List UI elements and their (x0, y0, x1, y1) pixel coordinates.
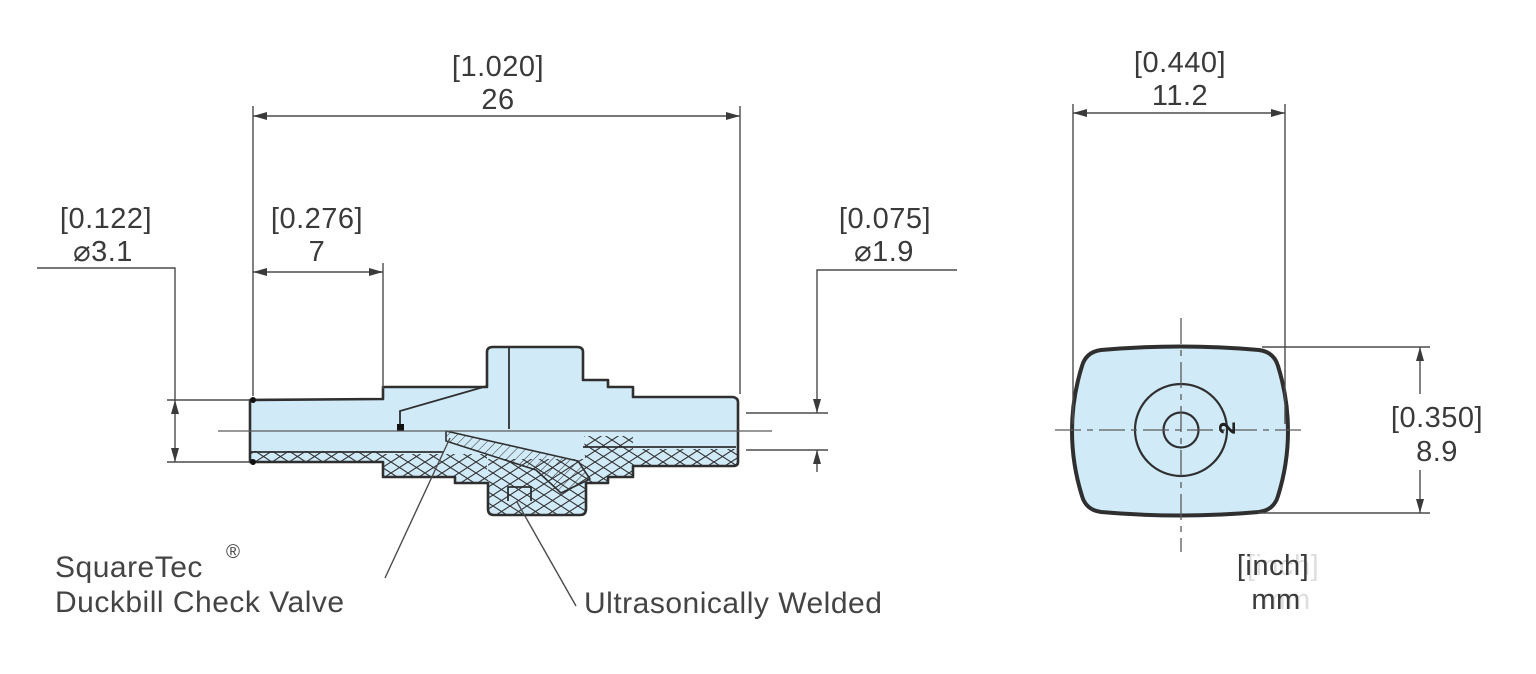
dim-overall-inch: [1.020] (452, 51, 544, 83)
dim-height-mm: 8.9 (1416, 436, 1458, 468)
arrowhead-up (171, 400, 179, 414)
hatch-left-barb (251, 451, 383, 461)
units-secondary-ghost: mm (1261, 584, 1310, 616)
dim-outlet-bore-inch: [0.075] (839, 203, 931, 235)
hatch-left-wall (383, 454, 487, 476)
brand-label: SquareTec (55, 551, 203, 584)
end-view-body (1070, 344, 1290, 518)
units-primary-label: [inch] (1237, 550, 1309, 582)
arrowhead-left (1073, 109, 1087, 117)
registered-trademark: ® (226, 542, 240, 563)
arrowhead-right (369, 268, 383, 276)
arrowhead-up (1416, 347, 1424, 361)
dim-width-inch: [0.440] (1134, 47, 1226, 79)
hatch-left-step (455, 476, 488, 483)
units-primary-ghost: [inch] (1247, 550, 1319, 582)
dim-inlet-length-inch: [0.276] (271, 203, 363, 235)
weld-note-label: Ultrasonically Welded (584, 587, 882, 620)
dimension-overall-length: [1.020] 26 (252, 51, 741, 396)
dim-height-inch: [0.350] (1391, 402, 1483, 434)
product-labels: SquareTec ® Duckbill Check Valve Ultraso… (55, 437, 882, 620)
arrowhead-down (813, 399, 821, 413)
end-view: 2 (1055, 318, 1302, 552)
dimension-body-height: [0.350] 8.9 (1258, 346, 1483, 514)
hatch-right-barb (633, 449, 737, 465)
dimension-outlet-bore: [0.075] ⌀1.9 (746, 203, 957, 472)
units-legend: [inch] mm [inch] mm (1237, 550, 1319, 616)
arrowhead-down (1416, 499, 1424, 513)
units-secondary-label: mm (1251, 584, 1300, 616)
dim-inlet-bore-mm: ⌀3.1 (73, 236, 133, 268)
reference-dot (250, 397, 256, 403)
arrowhead-right (1271, 109, 1285, 117)
duckbill-leader-line (384, 437, 451, 579)
internal-edges (251, 348, 736, 501)
dim-inlet-bore-inch: [0.122] (60, 203, 152, 235)
weld-notch (507, 486, 532, 501)
arrowhead-down (171, 448, 179, 462)
dimension-inlet-port-length: [0.276] 7 (253, 203, 384, 389)
dim-width-mm: 11.2 (1152, 80, 1208, 112)
leader-line (816, 269, 957, 413)
cone-edge (399, 385, 488, 429)
weld-leader-line (516, 501, 577, 607)
dimension-inlet-bore: [0.122] ⌀3.1 (37, 203, 256, 465)
duckbill-valve-element (445, 430, 591, 494)
leader-line (37, 267, 176, 462)
arrowhead-up (813, 450, 821, 464)
dim-overall-mm: 26 (481, 84, 514, 116)
hatch-right-wall (584, 436, 633, 482)
product-name-label: Duckbill Check Valve (55, 586, 345, 619)
mold-mark: 2 (1214, 422, 1240, 435)
dim-inlet-length-mm: 7 (309, 236, 326, 268)
side-section-view (218, 345, 772, 517)
dimension-body-width: [0.440] 11.2 (1072, 47, 1286, 424)
arrowhead-right (726, 112, 740, 120)
dim-outlet-bore-mm: ⌀1.9 (854, 236, 914, 268)
weld-mark (397, 424, 404, 431)
reference-dot (250, 459, 256, 465)
arrowhead-left (253, 112, 267, 120)
arrowhead-left (253, 268, 267, 276)
